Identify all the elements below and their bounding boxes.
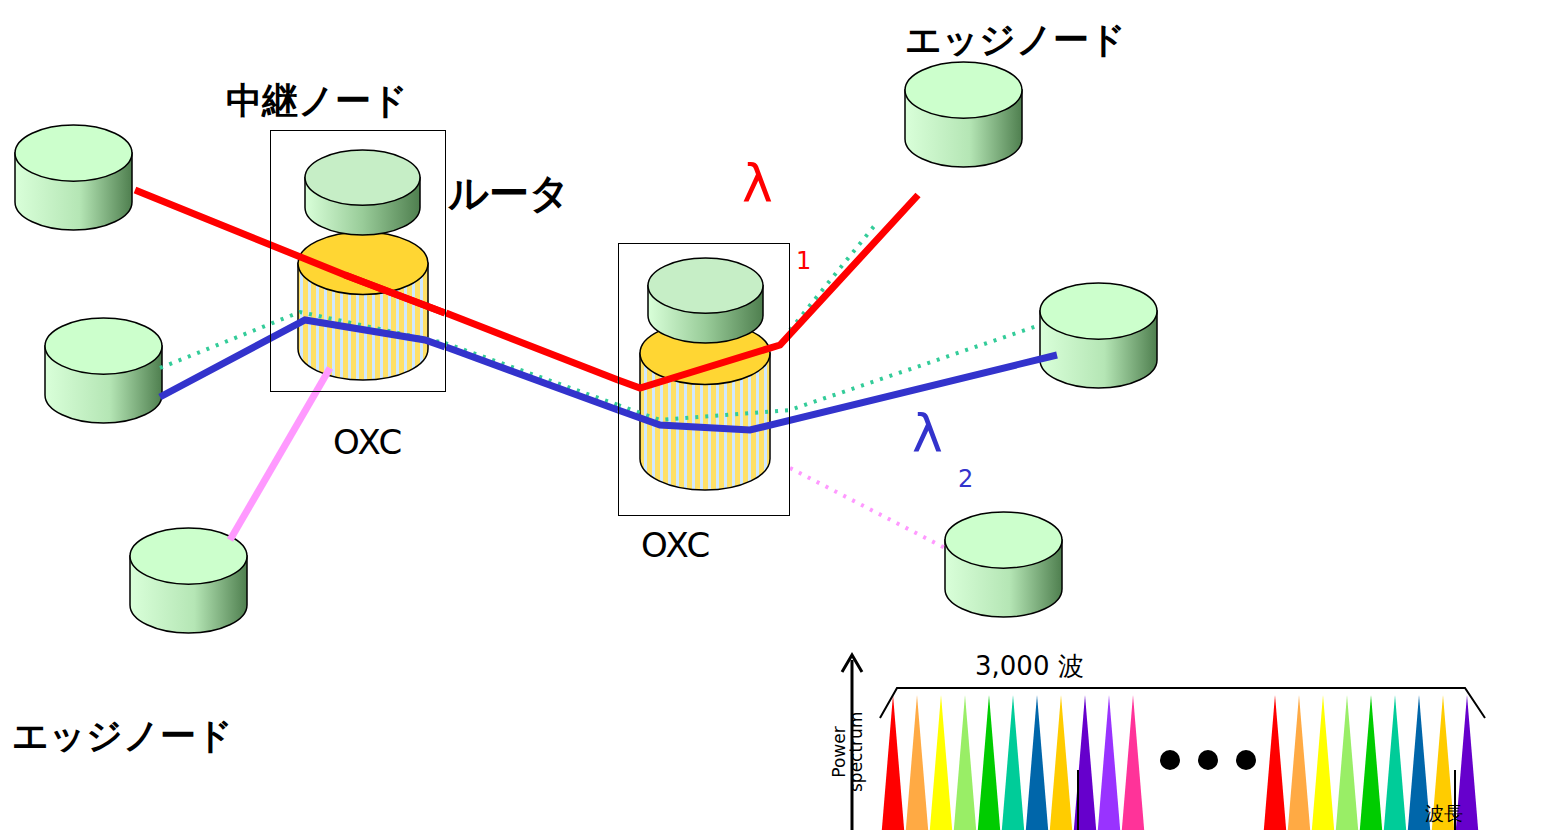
cylinder [640, 322, 770, 490]
axis-label: 波長 [1425, 803, 1463, 824]
cylinder [305, 150, 420, 235]
relay-box: 中継ノードOXCルータ [270, 130, 446, 392]
cylinder [15, 125, 132, 230]
wavelength-index: 1 [796, 248, 811, 274]
cylinder [298, 232, 428, 380]
lightpath [446, 313, 618, 380]
router-node: ルータ [306, 151, 421, 236]
wavelength-symbol: λ [742, 155, 773, 212]
wavelength-symbol: λ [912, 405, 943, 462]
channel-count: 3,000 波 [975, 652, 1084, 681]
cylinder [945, 512, 1062, 617]
oxc-label: OXC [641, 527, 710, 564]
cylinder [1040, 283, 1157, 388]
oxc-label: OXC [333, 424, 402, 461]
cylinder [45, 318, 162, 423]
node-heading: 中継ノード [226, 81, 408, 121]
cylinder [905, 62, 1022, 167]
relay-box: OXC [618, 243, 790, 516]
cylinder [648, 258, 763, 343]
edge-node-label: エッジノード [12, 716, 233, 756]
router-label: ルータ [448, 171, 570, 215]
edge-node-label: エッジノード [905, 20, 1126, 60]
axis-label: Power spectrum [831, 712, 865, 792]
wavelength-index: 2 [958, 466, 973, 492]
lightpath [446, 347, 618, 410]
cylinder [130, 528, 247, 633]
